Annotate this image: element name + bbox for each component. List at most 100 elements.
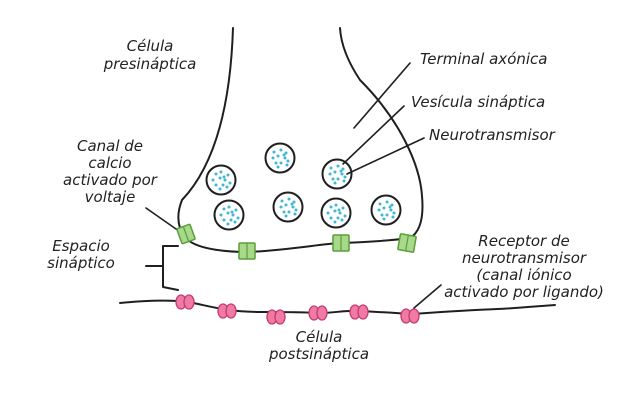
neurotransmitter-dot: [385, 213, 389, 217]
neurotransmitter-dot: [340, 218, 344, 222]
neurotransmitter-dot: [343, 214, 347, 218]
neurotransmitter-dot: [274, 161, 278, 165]
receptor-label-line1: Receptor de: [478, 232, 569, 250]
neurotransmitter-dot: [272, 150, 276, 154]
calcium-channel: [176, 223, 196, 245]
neurotransmitter-dot: [326, 211, 330, 215]
cleft-bracket: [145, 245, 179, 291]
axon-terminal-label: Terminal axónica: [420, 50, 547, 68]
neurotransmitter-dot: [388, 205, 392, 209]
neurotransmitter-dot: [222, 175, 226, 179]
neurotransmitter-dot: [236, 216, 240, 220]
neurotransmitter-dot: [233, 220, 237, 224]
neurotransmitter-dot: [338, 211, 342, 215]
neurotransmitter-dot: [287, 197, 291, 201]
neurotransmitter-dot: [279, 148, 283, 152]
neurotransmitter-dot: [391, 215, 395, 219]
neurotransmitter-dot: [392, 211, 396, 215]
calcium-channel-label-line2: calcio: [88, 154, 131, 172]
cleft-label-line2: sináptico: [47, 254, 115, 272]
neurotransmitter-dot: [337, 208, 341, 212]
neurotransmitter-dot: [229, 218, 233, 222]
presynaptic-label-line1: Célula: [127, 37, 174, 55]
neurotransmitter-dot: [294, 208, 298, 212]
neurotransmitter-dot: [341, 206, 345, 210]
receptor-label-line4: activado por ligando): [444, 283, 604, 301]
neurotransmitter-dot: [219, 170, 223, 174]
neurotransmitter-dot: [226, 222, 230, 226]
calcium-channel: [332, 234, 350, 252]
neurotransmitter-dot: [214, 183, 218, 187]
presynaptic-label-line2: presináptica: [103, 55, 197, 73]
neurotransmitter-dot: [339, 169, 343, 173]
calcium-channel-label-line3: activado por: [63, 171, 158, 189]
neurotransmitter-dot: [280, 199, 284, 203]
neurotransmitter-dot: [385, 200, 389, 204]
neurotransmitter-dot: [329, 216, 333, 220]
postsynaptic-label-line1: Célula: [296, 328, 343, 346]
receptor-label-line2: neurotransmisor: [462, 249, 587, 267]
neurotransmitter-dot: [284, 214, 288, 218]
receptor: [217, 303, 237, 319]
neurotransmitter-dot: [342, 179, 346, 183]
vesicle: [370, 194, 402, 226]
neurotransmitter-dot: [283, 156, 287, 160]
neurotransmitter-dot: [284, 203, 288, 207]
vesicle: [264, 142, 296, 174]
receptor: [266, 309, 286, 325]
vesicle: [213, 199, 245, 231]
leader-receptor: [413, 284, 442, 309]
neurotransmitter-dot: [218, 187, 222, 191]
vesicle-group: [205, 142, 402, 231]
neurotransmitter-dot: [333, 220, 337, 224]
leader-calcium-channel: [145, 207, 177, 230]
neurotransmitter-dot: [225, 185, 229, 189]
calcium-channel: [397, 233, 417, 253]
leader-neurotransmitter: [346, 137, 425, 175]
neurotransmitter-dot: [282, 210, 286, 214]
vesicle: [320, 197, 352, 229]
neurotransmitter-dot: [222, 207, 226, 211]
neurotransmitter-dot: [282, 153, 286, 157]
neurotransmitter-dot: [230, 210, 234, 214]
neurotransmitter-dot: [329, 166, 333, 170]
neurotransmitter-dot: [234, 208, 238, 212]
neurotransmitter-dot: [284, 151, 288, 155]
postsynaptic-label-line2: postsináptica: [268, 345, 369, 363]
vesicle: [321, 158, 353, 190]
neurotransmitter-dot: [271, 156, 275, 160]
neurotransmitter-dot: [389, 208, 393, 212]
neurotransmitter-dot: [226, 211, 230, 215]
vesicle-label: Vesícula sináptica: [411, 93, 545, 111]
neurotransmitter-dot: [343, 175, 347, 179]
neurotransmitter-dot: [228, 181, 232, 185]
neurotransmitter-dot: [223, 178, 227, 182]
neurotransmitter-dot: [336, 216, 340, 220]
neurotransmitter-dot: [231, 213, 235, 217]
neurotransmitter-dot: [333, 209, 337, 213]
neurotransmitter-dot: [222, 218, 226, 222]
neurotransmitter-dot: [328, 172, 332, 176]
receptor: [400, 308, 420, 324]
calcium-channel-label-line4: voltaje: [85, 188, 136, 206]
leader-vesicle: [342, 105, 405, 165]
neurotransmitter-dot: [377, 208, 381, 212]
neurotransmitter-dot: [382, 206, 386, 210]
neurotransmitter-dot: [286, 159, 290, 163]
receptor: [349, 304, 369, 320]
neurotransmitter-dot: [287, 210, 291, 214]
vesicle: [205, 164, 237, 196]
cleft-label-line1: Espacio: [52, 237, 110, 255]
neurotransmitter-dot: [378, 202, 382, 206]
neurotransmitter-label: Neurotransmisor: [429, 126, 556, 144]
neurotransmitter-dot: [279, 161, 283, 165]
neurotransmitter-dot: [329, 205, 333, 209]
neurotransmitter-dot: [382, 217, 386, 221]
neurotransmitter-dot: [292, 200, 296, 204]
receptor: [175, 294, 195, 310]
neurotransmitter-dot: [380, 213, 384, 217]
neurotransmitter-dot: [333, 181, 337, 185]
neurotransmitter-dot: [293, 212, 297, 216]
neurotransmitter-dot: [285, 163, 289, 167]
